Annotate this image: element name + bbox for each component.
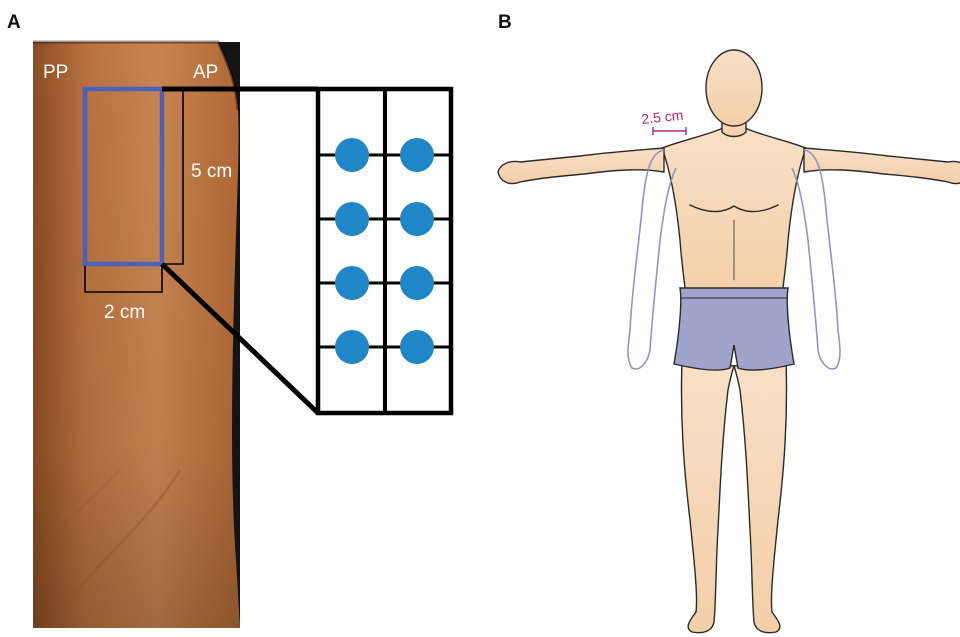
pp-label: PP xyxy=(43,62,68,83)
measurement-point xyxy=(335,266,369,300)
measurement-point xyxy=(335,330,369,364)
left-lowered-arm xyxy=(628,150,676,369)
measurement-point xyxy=(400,202,434,236)
right-lowered-arm xyxy=(792,150,840,369)
right-arm xyxy=(804,148,960,184)
measurement-point xyxy=(335,138,369,172)
measurement-point xyxy=(335,202,369,236)
zoom-grid xyxy=(318,89,451,413)
arm-dimension-label: 2.5 cm xyxy=(641,107,684,127)
height-dimension: 5 cm xyxy=(191,161,232,182)
right-leg xyxy=(734,360,787,633)
measurement-point xyxy=(400,266,434,300)
measurement-point xyxy=(400,330,434,364)
ap-label: AP xyxy=(193,62,218,83)
skin-photo xyxy=(33,42,240,628)
width-dimension: 2 cm xyxy=(104,302,145,323)
shorts xyxy=(674,288,794,370)
left-arm xyxy=(498,148,664,184)
measurement-point xyxy=(400,138,434,172)
head xyxy=(706,50,762,126)
left-leg xyxy=(681,360,734,633)
